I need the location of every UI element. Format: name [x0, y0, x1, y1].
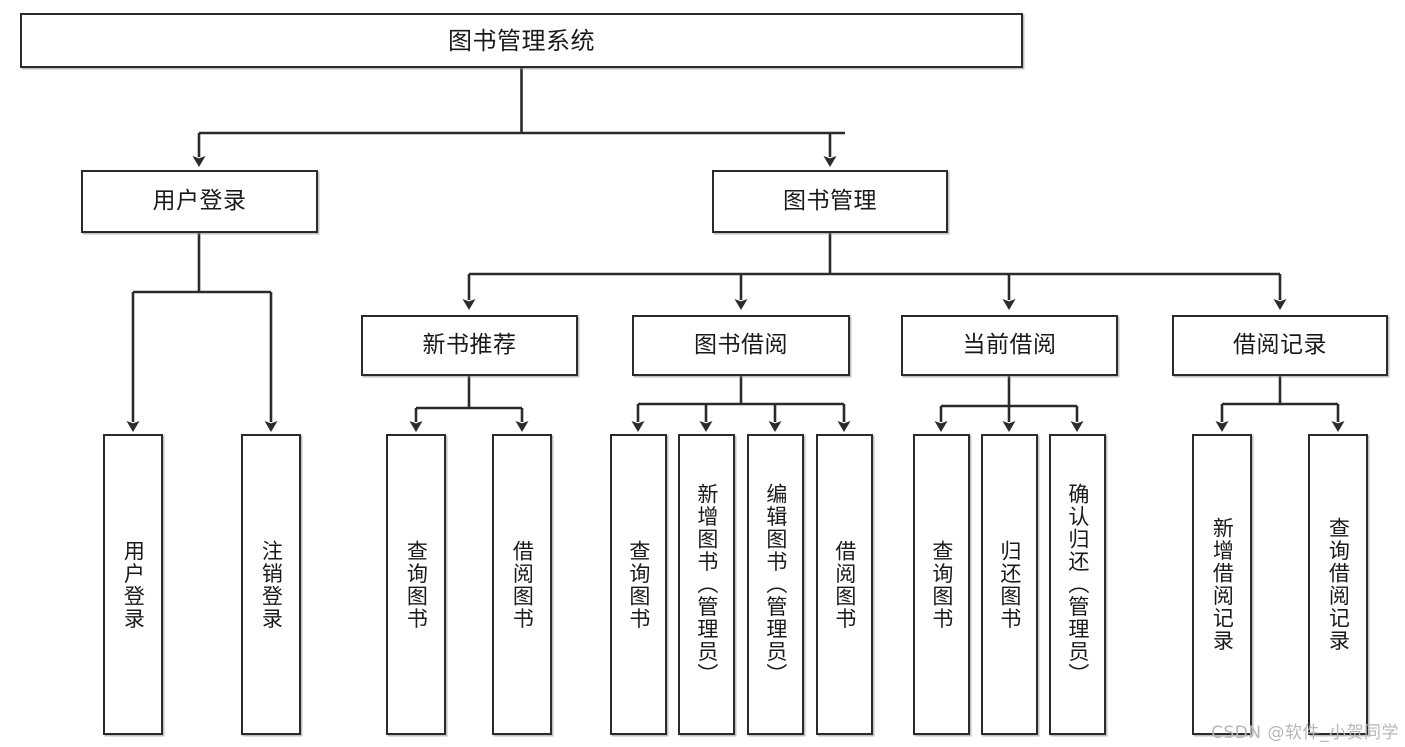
node-label: 新增借阅记录 [1210, 517, 1235, 652]
node-label: 图书管理系统 [448, 26, 595, 55]
leaf-borrow-book-recommendation[interactable]: 借阅图书 [492, 434, 552, 735]
node-label: 图书管理 [783, 188, 877, 215]
node-label: 确认归还（管理员） [1065, 483, 1090, 686]
node-label: 图书借阅 [694, 332, 788, 359]
node-label: 归还图书 [997, 539, 1022, 630]
node-new-book-recommendation[interactable]: 新书推荐 [361, 315, 578, 376]
node-label: 用户登录 [152, 188, 247, 215]
node-label: 用户登录 [121, 539, 146, 630]
node-label: 查询图书 [626, 539, 651, 630]
leaf-user-login[interactable]: 用户登录 [103, 434, 163, 735]
leaf-add-borrow-record[interactable]: 新增借阅记录 [1192, 434, 1252, 735]
leaf-query-borrow-record[interactable]: 查询借阅记录 [1308, 434, 1368, 735]
node-current-borrowing[interactable]: 当前借阅 [901, 315, 1118, 376]
node-label: 借阅图书 [510, 539, 535, 630]
node-book-management[interactable]: 图书管理 [712, 170, 948, 233]
leaf-user-logout[interactable]: 注销登录 [241, 434, 301, 735]
node-label: 新增图书（管理员） [694, 483, 719, 686]
node-label: 新书推荐 [422, 332, 517, 359]
node-user-login[interactable]: 用户登录 [81, 170, 318, 233]
leaf-add-book-admin[interactable]: 新增图书（管理员） [678, 434, 735, 735]
node-label: 编辑图书（管理员） [763, 483, 788, 686]
leaf-borrow-book-borrowing[interactable]: 借阅图书 [816, 434, 873, 735]
node-label: 查询借阅记录 [1326, 517, 1351, 652]
leaf-edit-book-admin[interactable]: 编辑图书（管理员） [747, 434, 804, 735]
node-book-borrowing[interactable]: 图书借阅 [632, 315, 850, 376]
leaf-return-book[interactable]: 归还图书 [981, 434, 1038, 735]
node-label: 查询图书 [929, 539, 954, 630]
node-label: 借阅记录 [1233, 332, 1327, 359]
node-label: 注销登录 [259, 539, 284, 630]
node-label: 借阅图书 [832, 539, 857, 630]
leaf-query-book-borrowing[interactable]: 查询图书 [610, 434, 667, 735]
node-root-book-management-system[interactable]: 图书管理系统 [20, 13, 1023, 68]
node-borrowing-record[interactable]: 借阅记录 [1172, 315, 1388, 376]
leaf-confirm-return-admin[interactable]: 确认归还（管理员） [1049, 434, 1106, 735]
node-label: 当前借阅 [962, 332, 1057, 359]
leaf-query-book-current[interactable]: 查询图书 [913, 434, 970, 735]
leaf-query-book-recommendation[interactable]: 查询图书 [386, 434, 446, 735]
node-label: 查询图书 [404, 539, 429, 630]
csdn-watermark: CSDN @软件_小贺同学 [1211, 723, 1399, 743]
